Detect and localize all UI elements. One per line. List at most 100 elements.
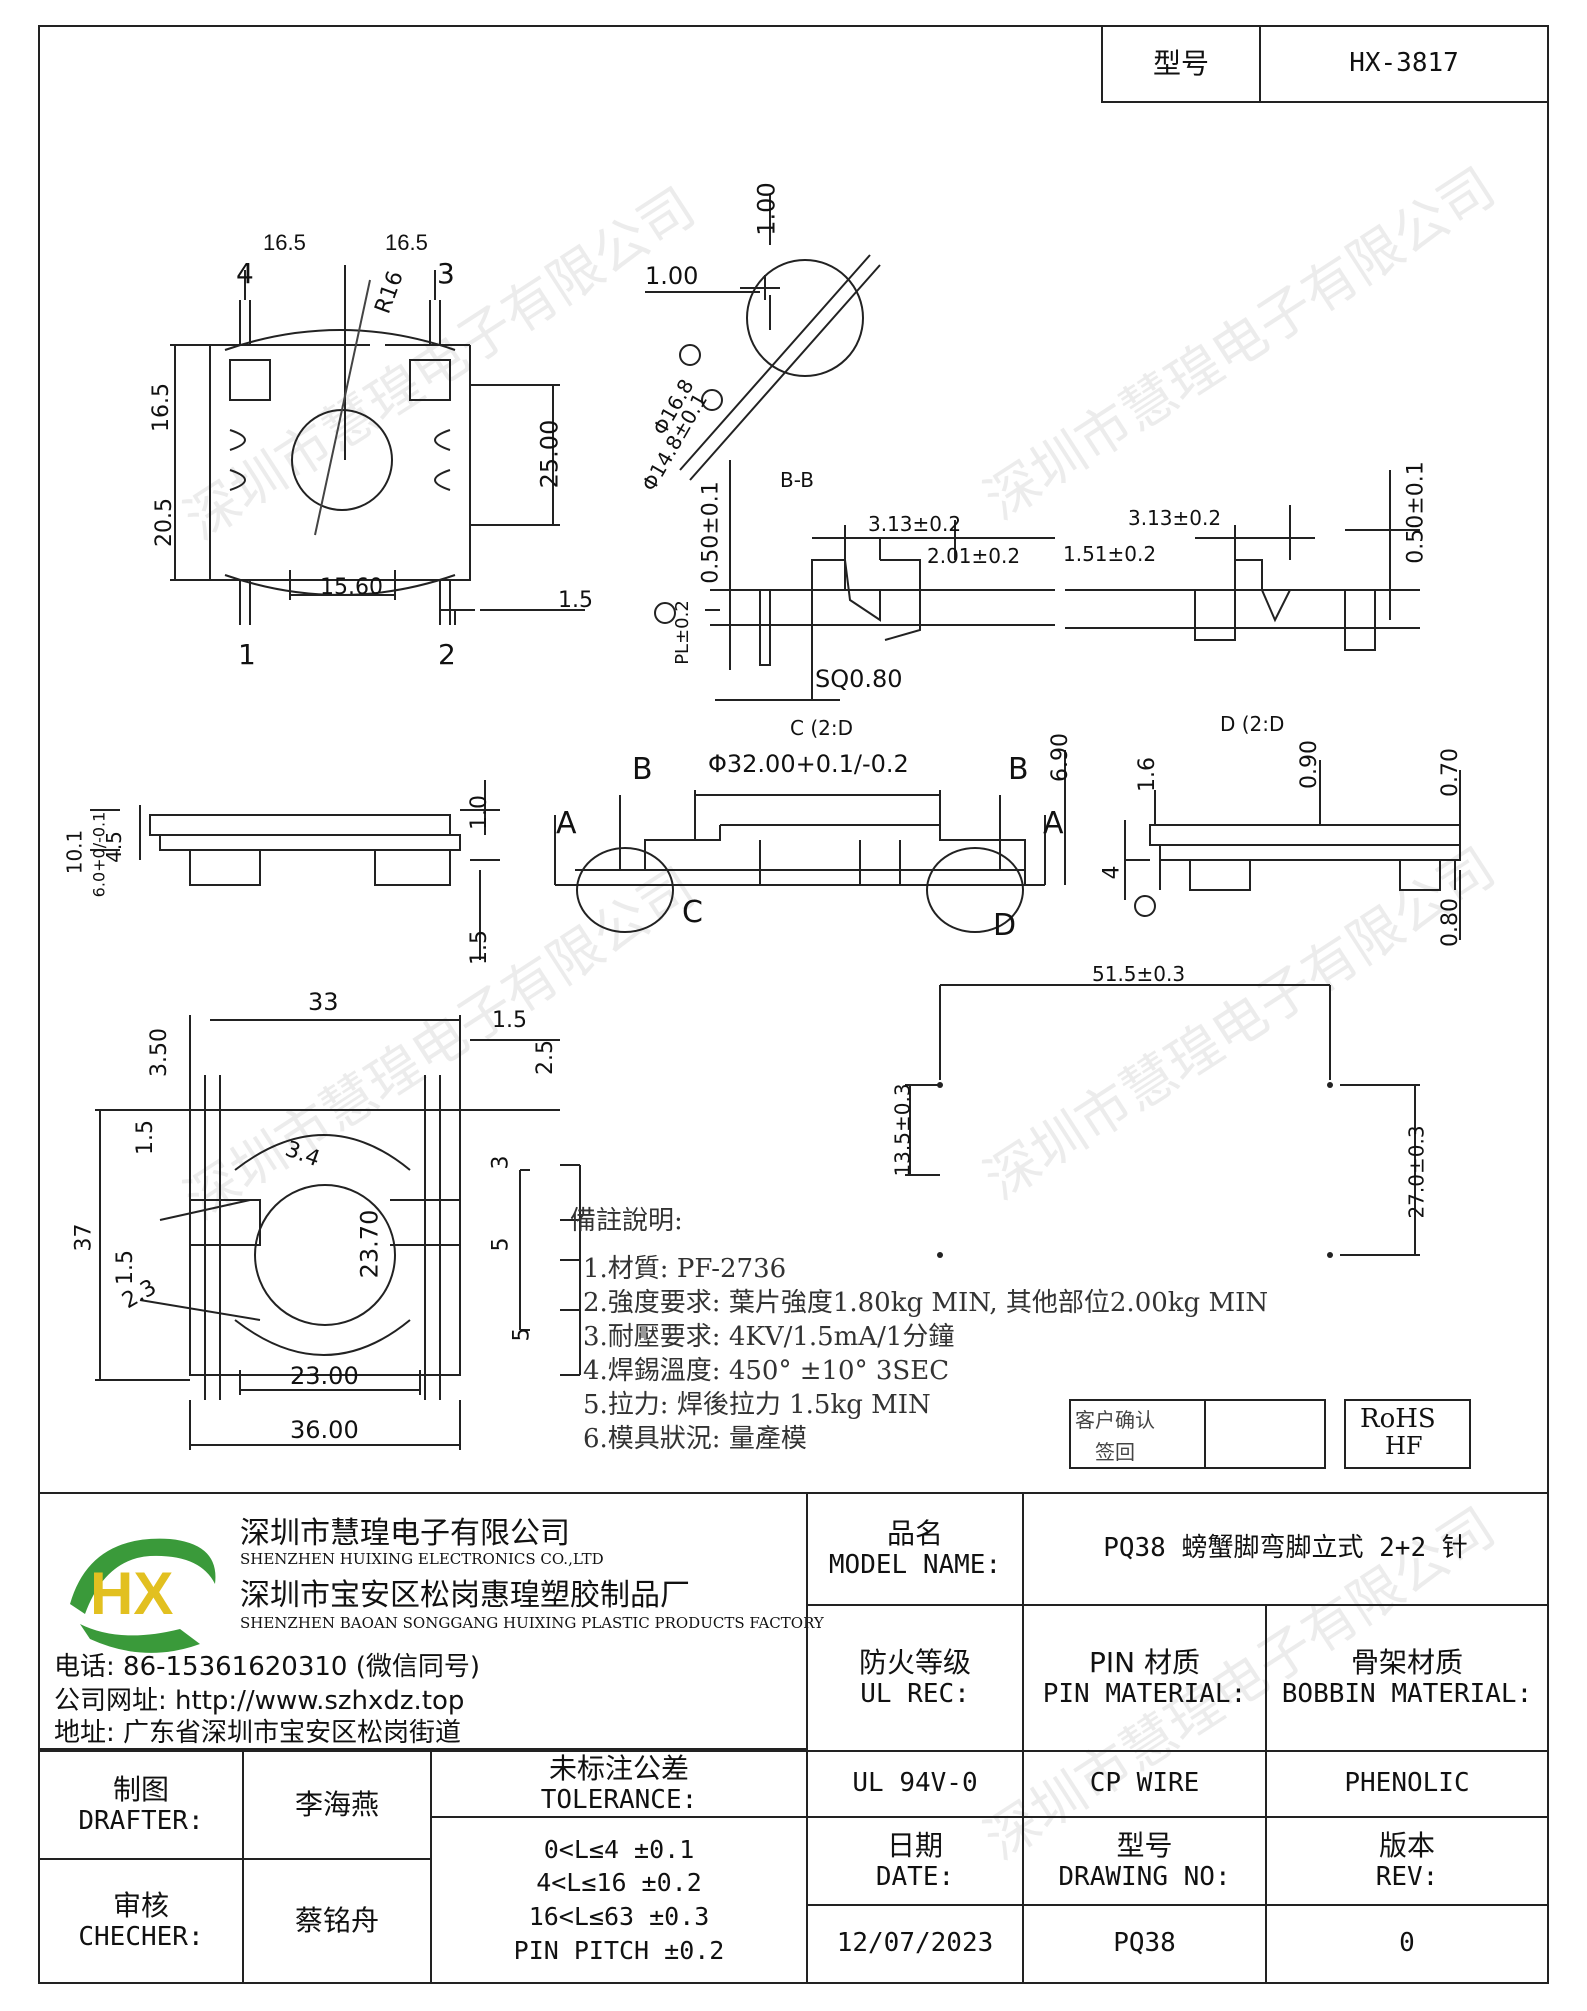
pin-material-value-cell: CP WIRE: [1022, 1750, 1267, 1818]
detail-marker-d: D: [993, 908, 1017, 943]
ul-value: UL 94V-0: [852, 1768, 978, 1799]
dim-tl-16.5-vertical: 16.5: [148, 383, 174, 432]
dim-tl-15.60: 15.60: [320, 575, 383, 600]
company-name-cn: 深圳市慧瑝电子有限公司: [240, 1516, 570, 1551]
drawing-no-label-cell: 型号 DRAWING NO:: [1022, 1816, 1267, 1906]
checker-label-cell: 审核 CHECHER:: [38, 1858, 244, 1984]
dim-tl-20.5: 20.5: [151, 498, 177, 547]
dim-pcb-51.5: 51.5±0.3: [1092, 962, 1186, 986]
dim-bb-pl: PL±0.2: [671, 600, 693, 665]
pin-material-value: CP WIRE: [1089, 1768, 1200, 1799]
dim-sc-6.90: 6.90: [1047, 733, 1073, 782]
date-en: DATE:: [875, 1862, 955, 1893]
dim-bbr-1.51: 1.51±0.2: [1063, 542, 1157, 566]
bobbin-material-value: PHENOLIC: [1344, 1768, 1470, 1799]
bobbin-material-label-cell: 骨架材质 BOBBIN MATERIAL:: [1265, 1604, 1549, 1752]
section-marker-a-right: A: [1043, 806, 1064, 841]
company-address: 地址: 广东省深圳市宝安区松岗街道: [54, 1718, 462, 1748]
dim-sr-0.80: 0.80: [1437, 898, 1463, 947]
note-item-2: 2.強度要求: 葉片強度1.80kg MIN, 其他部位2.00kg MIN: [583, 1288, 1269, 1318]
rev-cn: 版本: [1378, 1828, 1435, 1862]
note-item-3: 3.耐壓要求: 4KV/1.5mA/1分鐘: [583, 1322, 955, 1352]
customer-confirm-line1: 客户确认: [1075, 1408, 1155, 1432]
section-marker-a-left: A: [556, 806, 577, 841]
section-bb-title: B-B: [780, 468, 814, 492]
circle-detail-outline: [645, 195, 881, 481]
dim-bv-36.00: 36.00: [290, 1416, 359, 1444]
dim-bb-3.13: 3.13±0.2: [868, 512, 962, 536]
dim-tl-16.5-right: 16.5: [385, 230, 428, 255]
dim-sr-0.90: 0.90: [1296, 740, 1322, 789]
company-phone: 电话: 86-15361620310 (微信同号): [54, 1652, 481, 1682]
dim-tl-1.5: 1.5: [558, 588, 593, 613]
pin-material-label-cell: PIN 材质 PIN MATERIAL:: [1022, 1604, 1267, 1752]
date-label-cell: 日期 DATE:: [806, 1816, 1024, 1906]
dim-bb-0.50: 0.50±0.1: [698, 481, 724, 584]
factory-name-en: SHENZHEN BAOAN SONGGANG HUIXING PLASTIC …: [240, 1614, 824, 1632]
bb-section-outline: [654, 460, 1055, 701]
company-block: HX 深圳市慧瑝电子有限公司 SHENZHEN HUIXING ELECTRON…: [38, 1492, 824, 1750]
note-item-5: 5.拉力: 焊後拉力 1.5kg MIN: [583, 1390, 931, 1420]
dim-sl-1.0: 1.0: [467, 795, 492, 830]
dim-bv-3.50: 3.50: [146, 1028, 172, 1077]
dim-bv-23.70: 23.70: [355, 1209, 384, 1279]
section-marker-b-left: B: [632, 752, 653, 787]
model-name-label-cell: 品名 MODEL NAME:: [806, 1492, 1024, 1606]
pin-material-cn: PIN 材质: [1089, 1645, 1200, 1679]
pcb-layout-outline: [905, 984, 1420, 1256]
dim-bv-1.5-lower: 1.5: [113, 1250, 138, 1285]
dim-bbr-3.13: 3.13±0.2: [1128, 506, 1222, 530]
bottom-view-outline: [95, 1015, 581, 1450]
dim-circle-1.00-h: 1.00: [645, 262, 699, 290]
checker-en: CHECHER:: [78, 1922, 204, 1953]
detail-marker-c: C: [682, 895, 703, 930]
dim-bv-1.5-left: 1.5: [133, 1120, 158, 1155]
rev-value-cell: 0: [1265, 1904, 1549, 1984]
dim-bv-2.5: 2.5: [533, 1040, 558, 1075]
dim-sr-0.70: 0.70: [1437, 748, 1463, 797]
tolerance-label-cell: 未标注公差 TOLERANCE:: [430, 1750, 808, 1818]
bobbin-material-value-cell: PHENOLIC: [1265, 1750, 1549, 1818]
dim-bv-5-upper: 5: [488, 1237, 514, 1252]
pin-label-2: 2: [438, 638, 456, 671]
rev-en: REV:: [1375, 1862, 1439, 1893]
dim-sr-4: 4: [1099, 865, 1125, 880]
dim-bv-23.00: 23.00: [290, 1362, 359, 1390]
pin-material-en: PIN MATERIAL:: [1042, 1679, 1247, 1710]
section-marker-b-right: B: [1008, 752, 1029, 787]
drafter-cn: 制图: [112, 1772, 169, 1806]
bb-section-right-outline: [1065, 470, 1420, 651]
bobbin-material-cn: 骨架材质: [1350, 1645, 1463, 1679]
model-name-cn: 品名: [886, 1516, 943, 1550]
ul-label-en: UL REC:: [860, 1679, 970, 1710]
dim-sr-1.6: 1.6: [1135, 757, 1160, 792]
model-name-en: MODEL NAME:: [828, 1550, 1002, 1581]
ul-label-cell: 防火等级 UL REC:: [806, 1604, 1024, 1752]
rohs-label: RoHS: [1360, 1404, 1436, 1434]
dim-pcb-13.5: 13.5±0.3: [890, 1083, 915, 1177]
dim-bv-5-lower: 5: [509, 1327, 535, 1342]
model-value: HX-3817: [1349, 48, 1459, 79]
tolerance-line-3: 16<L≤63 ±0.3: [528, 1902, 710, 1931]
side-view-right-outline: [1124, 760, 1461, 940]
checker-value-cell: 蔡铭舟: [242, 1858, 432, 1984]
dim-bv-1.5-top: 1.5: [492, 1008, 527, 1033]
tolerance-line-1: 0<L≤4 ±0.1: [543, 1834, 695, 1864]
dim-sl-1.5: 1.5: [467, 930, 492, 965]
dim-bb-2.01: 2.01±0.2: [927, 544, 1021, 568]
date-value: 12/07/2023: [836, 1928, 994, 1959]
model-value-cell: HX-3817: [1259, 25, 1549, 103]
dim-bbr-0.50: 0.50±0.1: [1403, 461, 1429, 564]
pin-label-3: 3: [437, 257, 455, 290]
company-website: 公司网址: http://www.szhxdz.top: [54, 1686, 465, 1716]
view-c-title: C (2:D: [790, 716, 853, 740]
drawing-no-en: DRAWING NO:: [1058, 1862, 1231, 1893]
drafter-en: DRAFTER:: [78, 1806, 204, 1837]
model-name-value-cell: PQ38 螃蟹脚弯脚立式 2+2 针: [1022, 1492, 1549, 1606]
tolerance-line-4: PIN PITCH ±0.2: [513, 1935, 725, 1965]
rev-value: 0: [1399, 1928, 1415, 1959]
dim-bb-sq0.80: SQ0.80: [815, 665, 903, 693]
dim-pcb-27.0: 27.0±0.3: [1404, 1125, 1429, 1219]
pin-label-1: 1: [238, 638, 256, 671]
